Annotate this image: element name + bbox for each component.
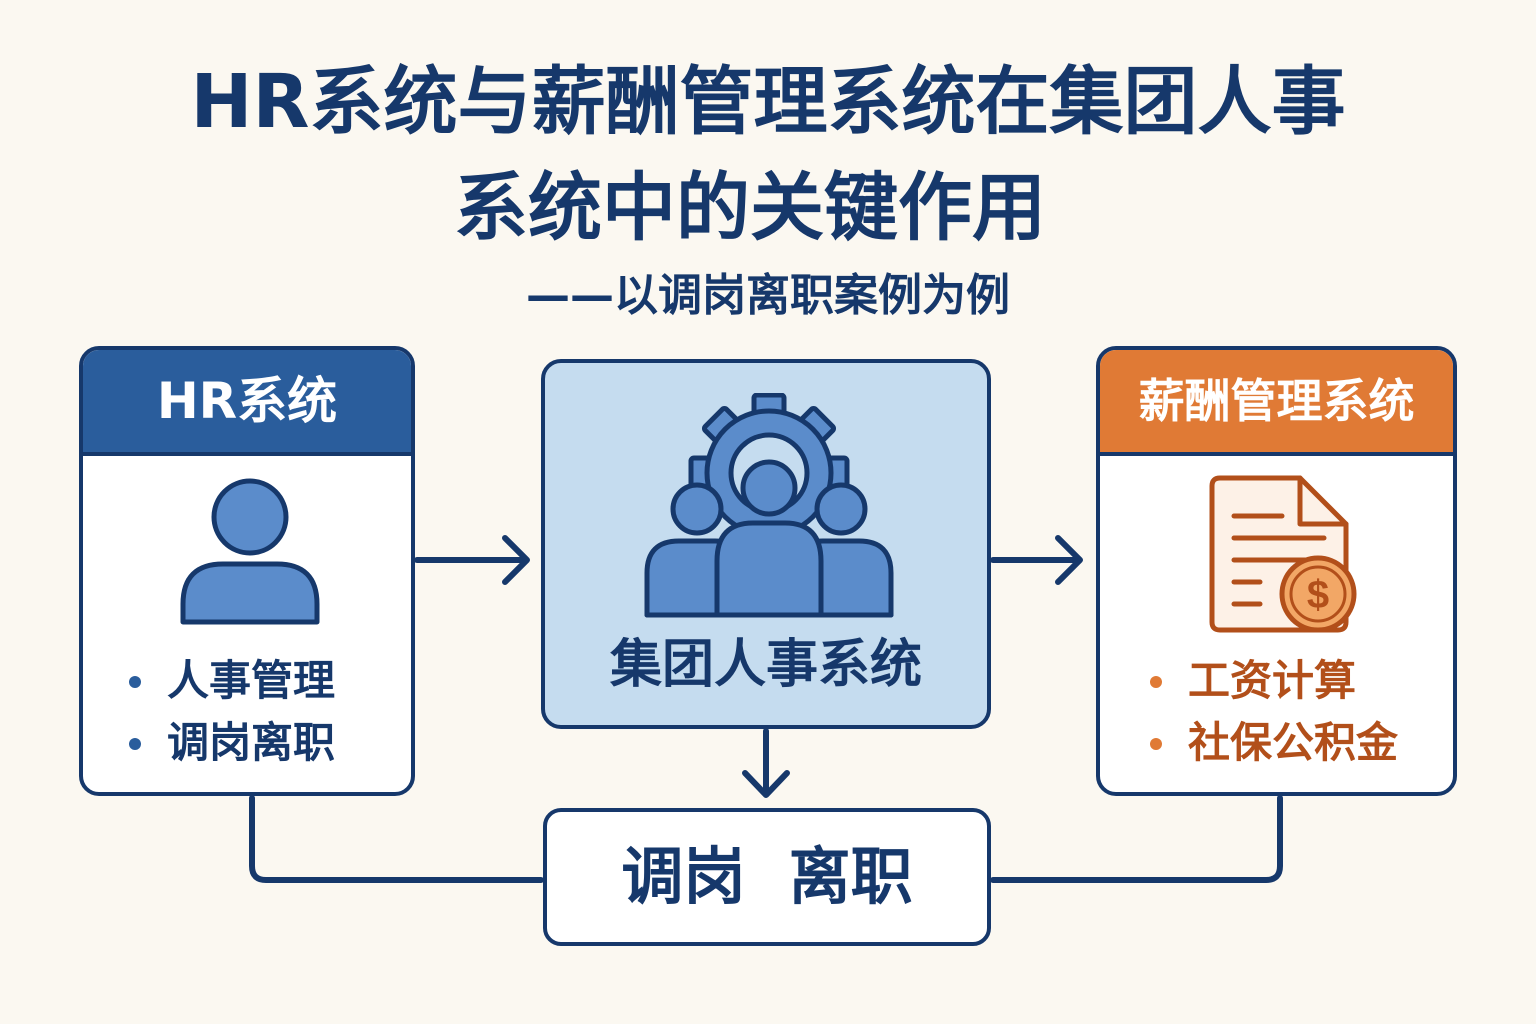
user-icon bbox=[180, 478, 320, 625]
bullet-dot bbox=[1150, 738, 1162, 750]
payroll-bullet-text: 社保公积金 bbox=[1188, 718, 1399, 767]
group-hr-system-label: 集团人事系统 bbox=[609, 635, 922, 695]
svg-text:$: $ bbox=[1307, 573, 1329, 617]
hr-system-card: HR系统 人事管理 调岗离职 bbox=[79, 346, 415, 796]
person-center-icon bbox=[714, 459, 824, 618]
payroll-bullet-text: 工资计算 bbox=[1188, 656, 1357, 705]
connector-hr-to-result bbox=[249, 795, 544, 883]
title-line-2: 系统中的关键作用 bbox=[454, 165, 1046, 251]
document-dollar-icon: $ bbox=[1209, 475, 1357, 633]
connector-payroll-to-result bbox=[990, 795, 1283, 883]
transfer-resignation-label: 调岗 离职 bbox=[621, 840, 913, 913]
payroll-system-card: 薪酬管理系统 $ 工资计算 社保公积金 bbox=[1096, 346, 1457, 796]
bullet-dot bbox=[129, 676, 141, 688]
bullet-dot bbox=[1150, 676, 1162, 688]
team-gear-icon bbox=[644, 393, 894, 618]
hr-system-header: HR系统 bbox=[83, 350, 411, 456]
arrow-group-to-result-head bbox=[742, 770, 790, 798]
arrow-hr-to-group-head bbox=[502, 535, 530, 585]
payroll-system-header: 薪酬管理系统 bbox=[1100, 350, 1453, 456]
hr-bullet-text: 人事管理 bbox=[167, 656, 336, 705]
arrow-group-to-payroll-head bbox=[1055, 535, 1083, 585]
title-line-1: HR系统与薪酬管理系统在集团人事 bbox=[190, 59, 1346, 145]
transfer-resignation-box: 调岗 离职 bbox=[543, 808, 991, 946]
bullet-dot bbox=[129, 738, 141, 750]
subtitle: ——以调岗离职案例为例 bbox=[526, 270, 1010, 321]
hr-bullet-text: 调岗离职 bbox=[167, 718, 336, 767]
group-hr-system-card: 集团人事系统 bbox=[541, 359, 991, 729]
